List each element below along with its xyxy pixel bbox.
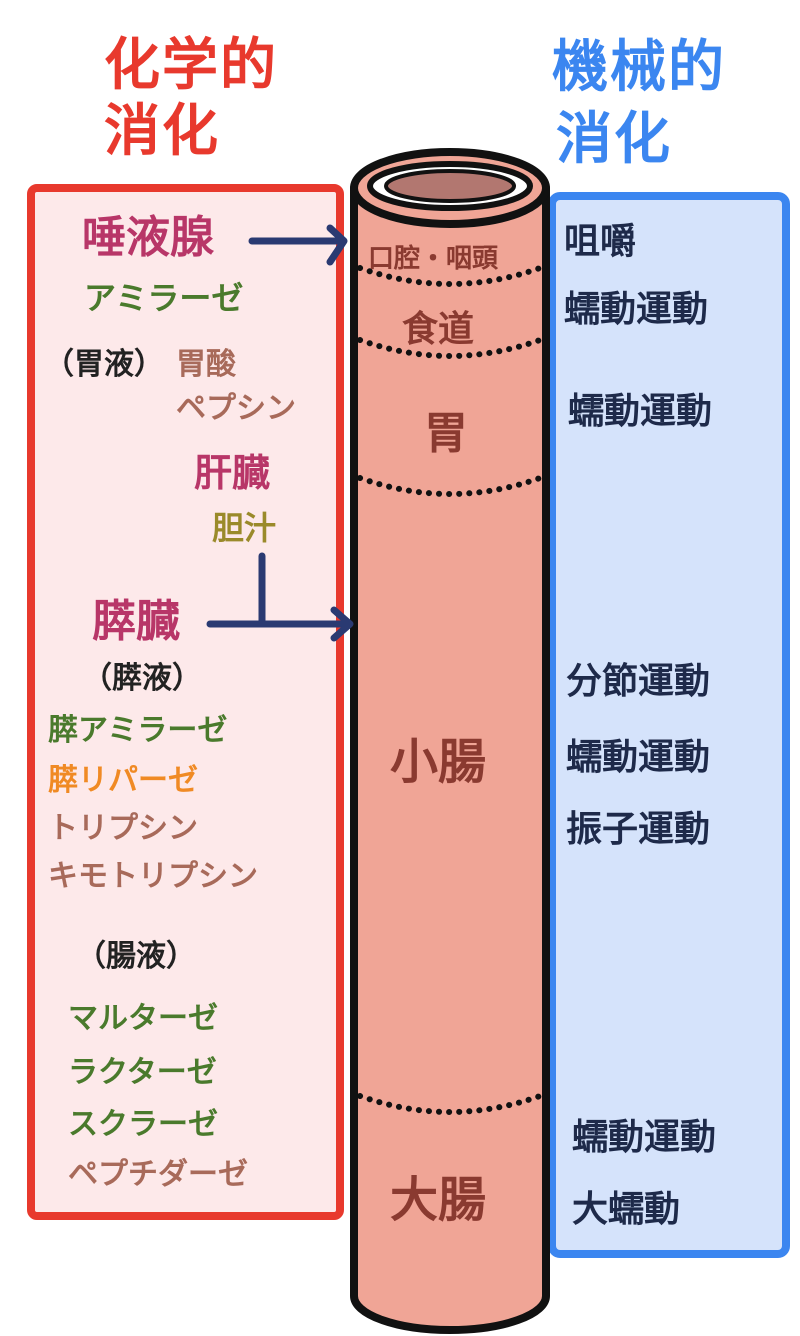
bile: 胆汁 — [212, 509, 277, 547]
salivary-gland-label: 唾液腺 — [82, 212, 214, 263]
lactase: ラクターゼ — [68, 1055, 217, 1090]
sucrase: スクラーゼ — [68, 1107, 218, 1142]
peptidase: ペプチダーゼ — [68, 1157, 248, 1192]
mech-pendular: 振子運動 — [566, 809, 711, 850]
organ-mouth-pharynx: 口腔・咽頭 — [368, 244, 499, 274]
mechanical-panel — [548, 192, 790, 1258]
maltase: マルターゼ — [68, 1001, 218, 1036]
trypsin: トリプシン — [48, 811, 198, 846]
mech-colon-peristalsis: 蠕動運動 — [572, 1117, 717, 1158]
mech-mastication: 咀嚼 — [564, 221, 637, 262]
pancreatic-amylase: 膵アミラーゼ — [48, 713, 228, 748]
pancreatic-lipase: 膵リパーゼ — [48, 763, 198, 798]
mech-segmentation: 分節運動 — [566, 661, 711, 702]
mech-mass-movement: 大蠕動 — [572, 1189, 681, 1230]
gastric-juice-label: （胃液） — [44, 347, 164, 382]
pepsin: ペプシン — [176, 391, 296, 426]
pancreas-label: 膵臓 — [92, 596, 180, 647]
chemical-panel — [27, 184, 344, 1220]
organ-large-intestine: 大腸 — [390, 1172, 487, 1228]
mechanical-heading-line1: 機械的 — [552, 35, 726, 100]
intestinal-juice-label: （腸液） — [76, 939, 196, 974]
chymotrypsin: キモトリプシン — [48, 859, 258, 894]
salivary-amylase: アミラーゼ — [84, 279, 244, 317]
tube-section-boundaries — [357, 265, 543, 1115]
arrow-pancreas-to-intestine — [206, 552, 354, 642]
mech-mouth-peristalsis: 蠕動運動 — [564, 289, 709, 330]
arrow-saliva-to-mouth — [248, 224, 348, 266]
digestive-tube — [350, 148, 550, 1334]
mech-stomach-peristalsis: 蠕動運動 — [568, 391, 713, 432]
organ-esophagus: 食道 — [402, 309, 475, 350]
mech-intestine-peristalsis: 蠕動運動 — [566, 737, 711, 778]
organ-stomach: 胃 — [424, 408, 468, 459]
gastric-acid: 胃酸 — [176, 347, 236, 382]
liver-label: 肝臓 — [194, 451, 271, 495]
mechanical-heading-line2: 消化 — [556, 107, 672, 172]
pancreatic-juice-label: （膵液） — [82, 661, 202, 696]
organ-small-intestine: 小腸 — [390, 734, 487, 790]
chemical-heading-line2: 消化 — [104, 99, 220, 164]
chemical-heading-line1: 化学的 — [104, 33, 278, 98]
